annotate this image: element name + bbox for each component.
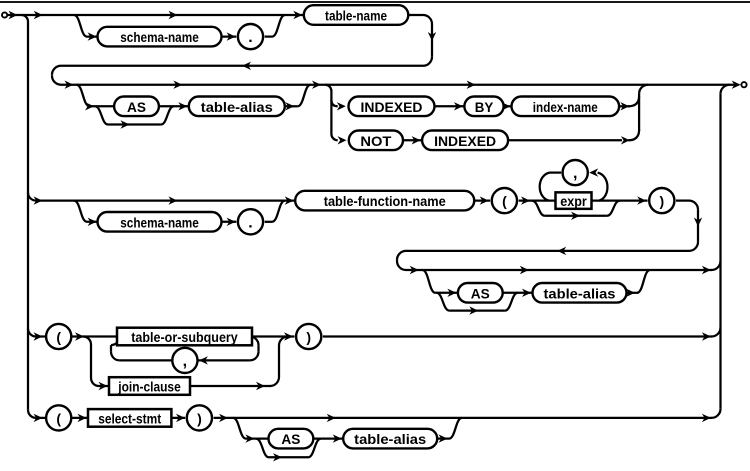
svg-text:INDEXED: INDEXED: [434, 133, 496, 149]
svg-text:AS: AS: [471, 285, 490, 301]
svg-text:BY: BY: [475, 99, 494, 115]
svg-text:select-stmt: select-stmt: [98, 411, 161, 427]
svg-text:table-name: table-name: [325, 8, 387, 24]
svg-text:index-name: index-name: [533, 99, 598, 115]
svg-text:join-clause: join-clause: [117, 379, 181, 395]
svg-text:): ): [659, 193, 664, 209]
svg-text:(: (: [56, 411, 61, 427]
svg-text:(: (: [56, 329, 61, 345]
svg-text:.: .: [248, 29, 252, 46]
svg-text:table-function-name: table-function-name: [324, 193, 446, 209]
svg-text:,: ,: [573, 165, 577, 182]
svg-text:NOT: NOT: [360, 133, 391, 149]
svg-text:table-alias: table-alias: [354, 431, 426, 447]
svg-text:INDEXED: INDEXED: [361, 99, 423, 115]
svg-text:expr: expr: [560, 193, 587, 209]
svg-text:schema-name: schema-name: [120, 29, 199, 45]
svg-text:.: .: [248, 214, 252, 231]
svg-text:schema-name: schema-name: [120, 214, 199, 230]
svg-text:AS: AS: [281, 431, 300, 447]
svg-text:table-alias: table-alias: [201, 99, 273, 115]
svg-text:AS: AS: [127, 99, 146, 115]
svg-text:): ): [306, 329, 311, 345]
svg-text:table-alias: table-alias: [544, 285, 616, 301]
svg-text:table-or-subquery: table-or-subquery: [131, 329, 238, 345]
svg-text:(: (: [502, 193, 507, 209]
svg-text:,: ,: [183, 353, 187, 370]
svg-text:): ): [197, 411, 202, 427]
